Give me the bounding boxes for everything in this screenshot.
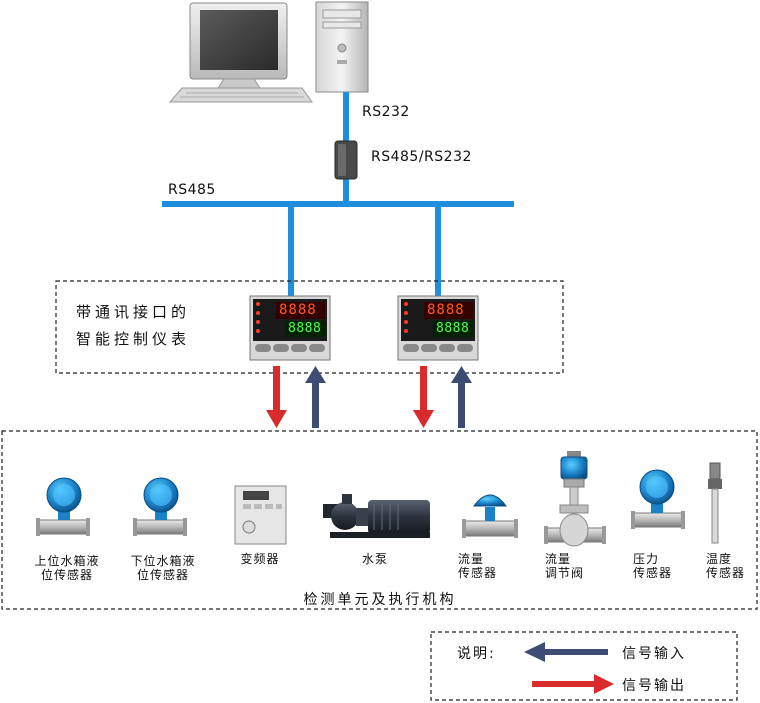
- legend-box: [430, 631, 738, 701]
- signal-output-arrow-2: [413, 366, 434, 428]
- device-caption-inverter: 变频器: [240, 552, 280, 566]
- signal-output-arrow-1: [266, 366, 287, 428]
- controller-1-pv-display: 8888: [279, 302, 317, 318]
- bus-drop-2: [435, 204, 441, 296]
- pressure-sensor-icon: [631, 469, 685, 529]
- controller-2-sv-display: 8888: [436, 321, 470, 336]
- device-caption-upper-level: 上位水箱液位传感器: [34, 554, 100, 582]
- signal-input-arrow-2: [451, 366, 472, 428]
- unit-box-title: 检测单元及执行机构: [303, 592, 457, 608]
- rs232-line: [343, 92, 349, 202]
- temperature-sensor-icon: [708, 462, 722, 544]
- converter-label: RS485/RS232: [371, 149, 472, 165]
- rs485-bus: [162, 201, 514, 207]
- level-sensor-lower-icon: [133, 477, 187, 536]
- meter-title-line1: 带通讯接口的: [76, 303, 191, 321]
- legend-input-label: 信号输入: [622, 646, 686, 662]
- device-caption-flow-sensor: 流量传感器: [458, 552, 498, 580]
- control-valve-icon: [544, 451, 606, 547]
- legend-title: 说明:: [457, 646, 496, 662]
- controller-1: [249, 295, 331, 361]
- rs485-label: RS485: [168, 182, 216, 198]
- device-caption-pump: 水泵: [361, 552, 388, 566]
- controller-1-sv-display: 8888: [288, 321, 322, 336]
- controller-2-pv-display: 8888: [427, 302, 465, 318]
- computer-tower-icon: [315, 1, 369, 93]
- level-sensor-upper-icon: [36, 477, 90, 536]
- legend-input-arrow: [524, 642, 608, 662]
- flow-sensor-icon: [462, 494, 518, 538]
- monitor-icon: [168, 2, 313, 103]
- rs232-label: RS232: [362, 104, 410, 120]
- legend-output-arrow: [532, 674, 614, 694]
- device-caption-temperature-sensor: 温度传感器: [706, 552, 746, 580]
- converter-icon: [334, 140, 358, 180]
- water-pump-icon: [323, 494, 430, 538]
- meter-title-line2: 智能控制仪表: [76, 330, 191, 348]
- device-caption-control-valve: 流量调节阀: [545, 552, 585, 580]
- device-caption-lower-level: 下位水箱液位传感器: [130, 554, 196, 582]
- meter-box: [55, 280, 564, 374]
- controller-2: [397, 295, 479, 361]
- bus-drop-1: [288, 204, 294, 296]
- signal-input-arrow-1: [305, 366, 326, 428]
- legend-output-label: 信号输出: [622, 678, 686, 694]
- device-caption-pressure-sensor: 压力传感器: [633, 552, 673, 580]
- unit-box: [1, 430, 758, 610]
- inverter-icon: [234, 485, 287, 545]
